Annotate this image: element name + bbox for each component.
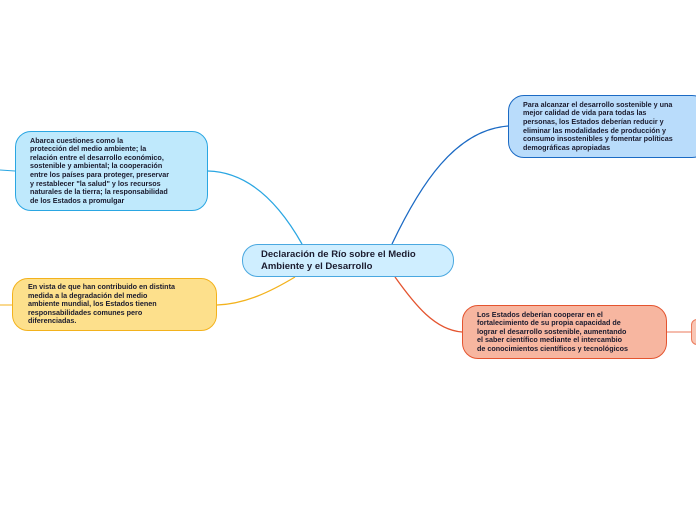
central-topic-text: Declaración de Río sobre el Medio Ambien… — [261, 249, 416, 272]
topic-text-scope: Abarca cuestiones como la protección del… — [30, 135, 170, 205]
central-topic-node[interactable]: Declaración de Río sobre el Medio Ambien… — [242, 244, 454, 277]
connector-right-bottom — [394, 276, 463, 333]
topic-text-sustainable-development: Para alcanzar el desarrollo sostenible y… — [523, 99, 673, 152]
connector-left-top-stub — [0, 169, 16, 172]
topic-node-cooperation[interactable]: Los Estados deberían cooperar en el fort… — [462, 305, 667, 359]
connector-right-top — [391, 125, 509, 245]
topic-node-responsibilities[interactable]: En vista de que han contribuido en disti… — [12, 278, 217, 331]
topic-text-cooperation: Los Estados deberían cooperar en el fort… — [477, 309, 628, 353]
subtopic-node-offscreen[interactable] — [691, 319, 696, 345]
topic-node-sustainable-development[interactable]: Para alcanzar el desarrollo sostenible y… — [508, 95, 696, 158]
topic-node-scope[interactable]: Abarca cuestiones como la protección del… — [15, 131, 208, 211]
connector-left-top — [207, 170, 303, 245]
connector-left-bottom — [216, 276, 296, 306]
topic-text-responsibilities: En vista de que han contribuido en disti… — [28, 282, 175, 326]
